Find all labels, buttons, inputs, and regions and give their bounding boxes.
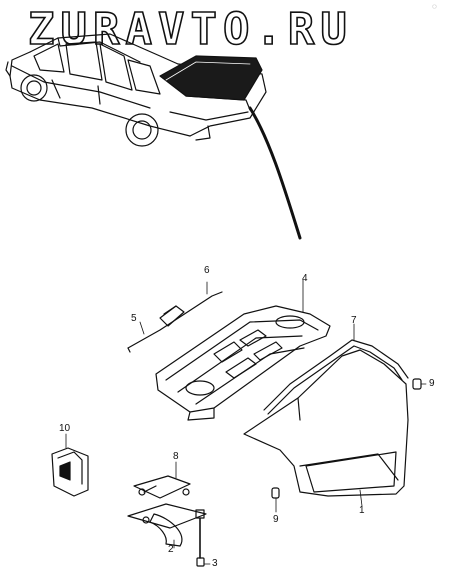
callout-9-bottom: 9 (273, 514, 279, 525)
latch-bracket-icon (51, 433, 89, 497)
trunk-lid-highlight (159, 55, 263, 101)
callout-9-right: 9 (429, 378, 435, 389)
hinge-icon (127, 461, 207, 549)
callout-7: 7 (351, 315, 357, 326)
bumper-stop-icon (271, 378, 427, 513)
trunk-lid-icon (243, 349, 409, 507)
rear-shelf-panel-icon (155, 279, 331, 421)
weatherstrip-seal-icon (263, 323, 409, 415)
callout-4: 4 (302, 273, 308, 284)
watermark-text: ZURAVTO.RU (27, 3, 353, 56)
callout-10: 10 (59, 423, 71, 434)
callout-3: 3 (212, 558, 218, 569)
callout-5: 5 (131, 313, 137, 324)
release-cable-icon (127, 281, 223, 353)
registration-mark: ◌ (432, 2, 437, 11)
callout-6: 6 (204, 265, 210, 276)
callout-2: 2 (168, 544, 174, 555)
callout-1: 1 (359, 505, 365, 516)
bolt-icon (195, 509, 211, 567)
car-illustration-icon (5, 33, 267, 147)
callout-8: 8 (173, 451, 179, 462)
leader-line (248, 106, 302, 240)
